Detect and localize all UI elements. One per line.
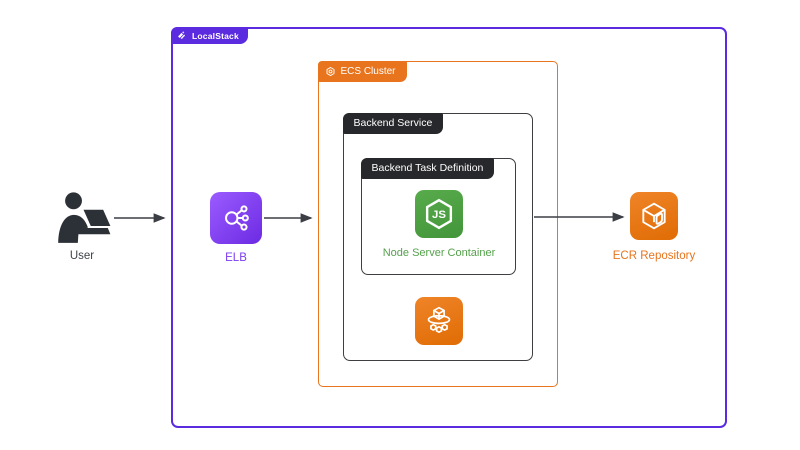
localstack-tab: LocalStack [171,27,248,44]
group-backend-task-definition: Backend Task Definition [360,157,516,275]
backend-service-label: Backend Service [353,117,433,129]
user-at-laptop-icon [52,191,114,243]
group-ecs-cluster: ECS Cluster [317,60,558,387]
group-backend-service: Backend Service [342,112,533,361]
nodejs-hexagon-icon: JS [415,190,463,238]
group-localstack: LocalStack [171,27,727,428]
ecr-repository-label: ECR Repository [612,250,696,262]
ecs-cluster-tab: ECS Cluster [317,60,407,82]
backend-service-tab: Backend Service [342,112,444,134]
load-balancer-icon [210,192,262,244]
backend-task-definition-label: Backend Task Definition [371,162,484,174]
localstack-logo-icon [176,30,187,41]
ecs-service-cubes-icon [415,297,463,345]
node-server-container-label: Node Server Container [382,247,496,259]
elb-label: ELB [225,252,247,264]
backend-task-definition-tab: Backend Task Definition [360,157,495,179]
ecs-hexagon-icon [325,66,336,77]
user-label: User [69,250,95,262]
localstack-label: LocalStack [192,30,239,41]
ecs-cluster-label: ECS Cluster [340,65,396,77]
ecr-cube-icon [630,192,678,240]
nodejs-js-letters: JS [432,209,446,221]
